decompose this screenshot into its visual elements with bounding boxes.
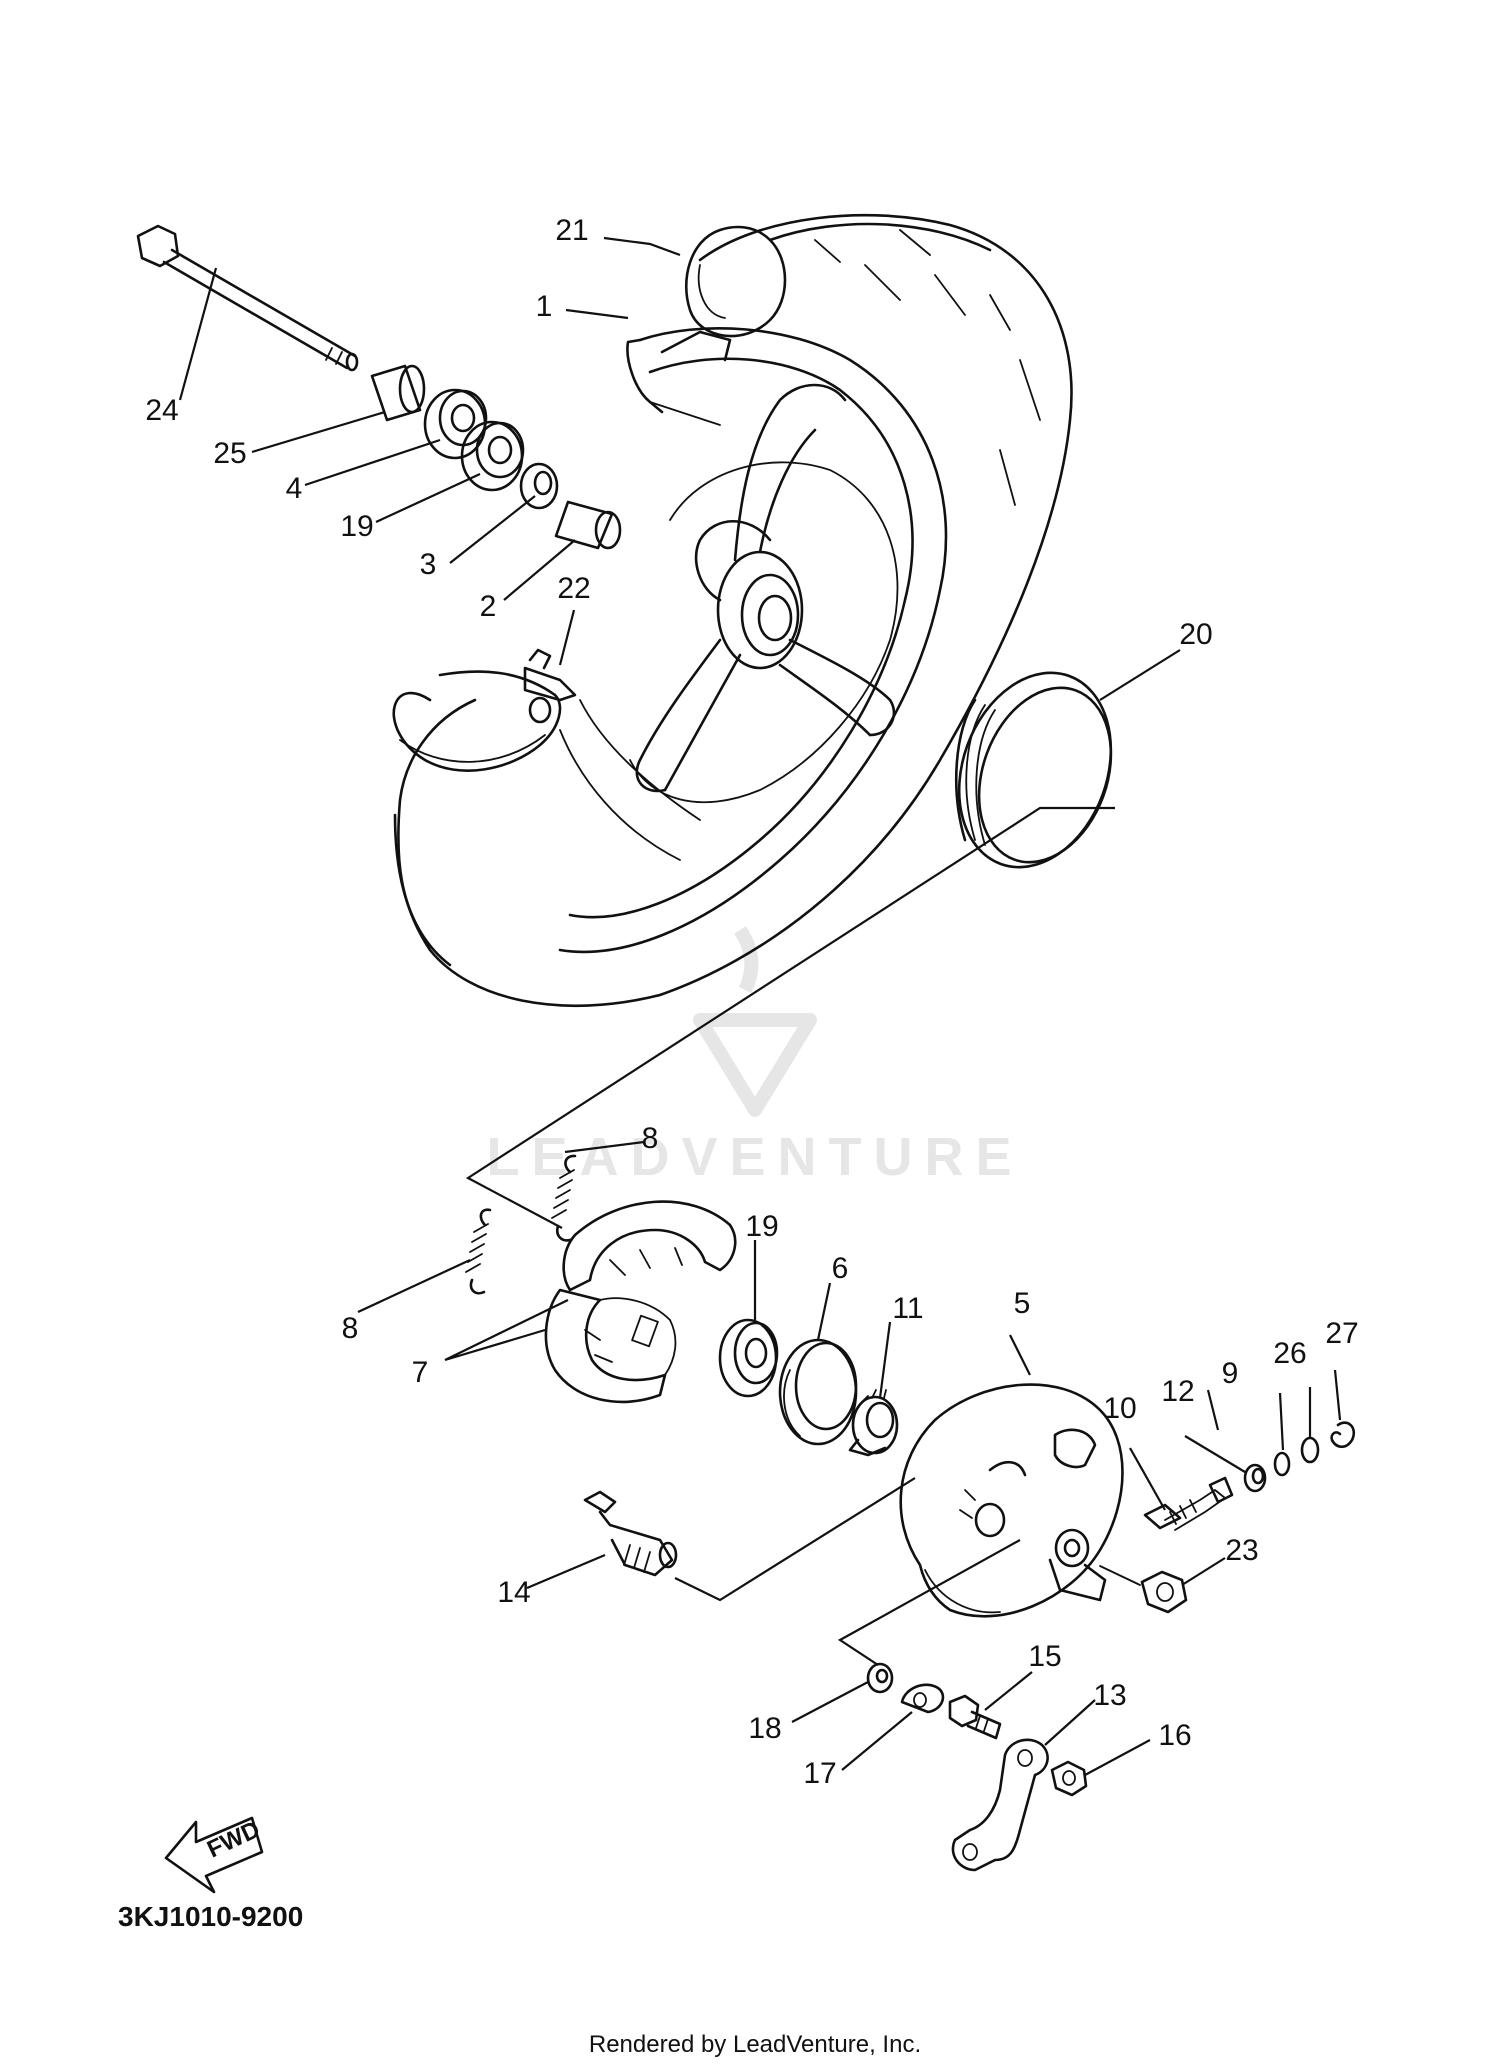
oring-26 <box>1300 1436 1320 1464</box>
brake-cam-14 <box>583 1490 678 1577</box>
callouts: 21 1 24 25 4 19 3 2 22 20 8 8 7 19 6 11 … <box>145 214 1358 1790</box>
watermark: LEADVENTURE <box>486 926 1012 1187</box>
washer-12 <box>1243 1463 1267 1493</box>
brake-shoes-7 <box>544 1200 737 1404</box>
callout-6: 6 <box>832 1252 849 1285</box>
callout-3: 3 <box>420 548 437 581</box>
assembly-line-lever <box>837 1539 1021 1666</box>
callout-8-upper: 8 <box>642 1122 659 1155</box>
callout-2: 2 <box>480 590 497 623</box>
callout-16: 16 <box>1158 1719 1191 1752</box>
diagram-code: 3KJ1010-9200 <box>118 1901 303 1932</box>
leader-lines <box>178 236 1342 1776</box>
bearing-19-lower <box>718 1318 779 1398</box>
callout-9: 9 <box>1222 1357 1239 1390</box>
washer-18 <box>866 1662 894 1694</box>
callout-7: 7 <box>412 1356 429 1389</box>
spacer-2 <box>554 500 622 550</box>
wheel-tire-assembly <box>392 213 1073 1008</box>
brake-lever-13 <box>951 1738 1049 1872</box>
circlip-27 <box>1330 1421 1356 1449</box>
meter-gear-10 <box>1143 1476 1234 1531</box>
assembly-line-cam <box>674 1477 916 1602</box>
callout-18: 18 <box>748 1712 781 1745</box>
seal-3 <box>519 462 559 510</box>
callout-19-upper: 19 <box>340 510 373 543</box>
render-credit: Rendered by LeadVenture, Inc. <box>589 2031 921 2058</box>
callout-25: 25 <box>213 437 246 470</box>
axle-nut-23 <box>1140 1570 1188 1614</box>
callout-21: 21 <box>555 214 588 247</box>
callout-5: 5 <box>1014 1287 1031 1320</box>
oil-seal-6 <box>778 1338 858 1446</box>
callout-24: 24 <box>145 394 178 427</box>
bolt-15 <box>948 1694 1002 1740</box>
collar-25 <box>370 364 426 422</box>
spring-8-upper <box>551 1154 577 1242</box>
axle-bolt-24 <box>136 224 359 372</box>
callout-15: 15 <box>1028 1640 1061 1673</box>
callout-8-lower: 8 <box>342 1312 359 1345</box>
callout-13: 13 <box>1093 1679 1126 1712</box>
callout-14: 14 <box>497 1576 530 1609</box>
indicator-17 <box>900 1683 945 1714</box>
bearing-19-upper <box>460 420 525 492</box>
callout-27: 27 <box>1325 1317 1358 1350</box>
callout-23: 23 <box>1225 1534 1258 1567</box>
brake-plate-5 <box>899 1383 1124 1618</box>
valve-22 <box>523 648 577 724</box>
callout-20: 20 <box>1179 618 1212 651</box>
watermark-logo <box>693 926 817 1117</box>
meter-clutch-11 <box>848 1389 899 1457</box>
assembly-line-wheel <box>465 806 1115 1229</box>
callout-4: 4 <box>286 472 303 505</box>
callout-17: 17 <box>803 1757 836 1790</box>
drum-seal-20 <box>954 671 1113 869</box>
washer-9 <box>1273 1451 1291 1477</box>
callout-11: 11 <box>892 1292 923 1325</box>
fwd-arrow-icon: FWD <box>164 1816 264 1894</box>
callout-19-lower: 19 <box>745 1210 778 1243</box>
callout-1: 1 <box>536 290 553 323</box>
spring-8-lower <box>465 1208 492 1295</box>
callout-12: 12 <box>1161 1375 1194 1408</box>
callout-26: 26 <box>1273 1337 1306 1370</box>
axle-line-23 <box>1099 1565 1141 1586</box>
callout-22: 22 <box>557 572 590 605</box>
callout-10: 10 <box>1103 1392 1136 1425</box>
nut-16 <box>1050 1760 1088 1797</box>
